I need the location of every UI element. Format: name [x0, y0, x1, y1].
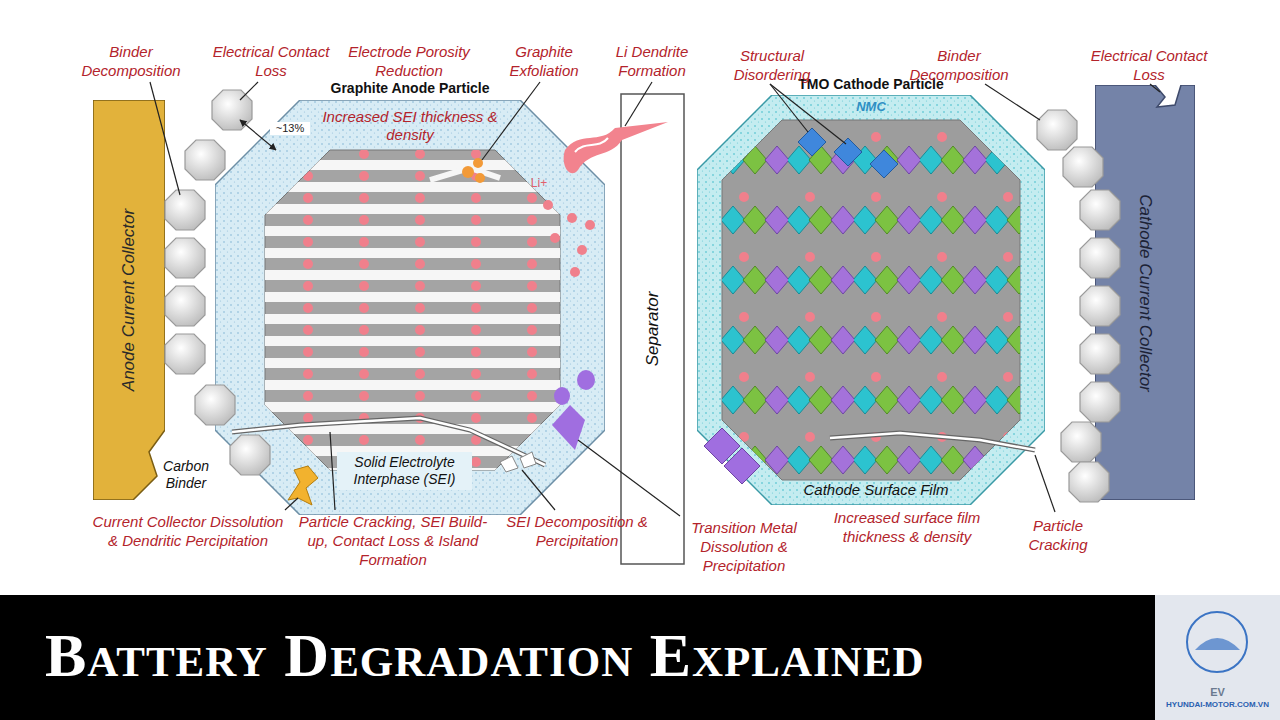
- callout-text: Electrical Contact Loss: [212, 42, 330, 80]
- title: Battery Degradation Explained: [45, 618, 925, 692]
- separator-label: Separator: [643, 292, 663, 367]
- callout-text: Li Dendrite Formation: [603, 42, 701, 80]
- callout-text: SEI Decomposition & Percipitation: [502, 512, 652, 550]
- callout-text: Structural Disordering: [722, 46, 822, 84]
- cathode-particle: TMO Cathode ParticleNMCCathode Surface F…: [697, 95, 1045, 505]
- anode-particle: Graphite Anode ParticleIncreased SEI thi…: [215, 100, 605, 515]
- outline: [697, 95, 1045, 505]
- collector-label: Cathode Current Collector: [1135, 194, 1155, 391]
- callout-text: Electrical Contact Loss: [1088, 46, 1210, 84]
- callout-text: Graphite Exfoliation: [498, 42, 590, 80]
- material-label: NMC: [846, 99, 896, 114]
- sei-label: Solid Electrolyte Interphase (SEI): [337, 452, 472, 490]
- callout-text: Binder Decomposition: [70, 42, 192, 80]
- collector-label: Anode Current Collector: [119, 209, 139, 391]
- logo-text: HYUNDAI-MOTOR.COM.VN: [1158, 700, 1277, 710]
- material-label: Carbon Binder: [148, 458, 224, 492]
- current-collector: Anode Current Collector: [93, 100, 165, 500]
- callout-text: Increased SEI thickness & density: [310, 108, 510, 144]
- callout-text: Increased surface film thickness & densi…: [818, 508, 996, 546]
- separator: Separator: [620, 93, 685, 565]
- particle-heading: Graphite Anode Particle: [215, 80, 605, 97]
- callout-text: Electrode Porosity Reduction: [333, 42, 485, 80]
- callout-text: Current Collector Dissolution & Dendriti…: [92, 512, 284, 550]
- film-label: Cathode Surface Film: [791, 481, 961, 499]
- logo-text: EV: [1160, 686, 1275, 699]
- callout-text: Particle Cracking: [1008, 516, 1108, 554]
- callout-text: Transition Metal Dissolution & Precipita…: [668, 518, 820, 575]
- dimension-label: ~13%: [270, 122, 310, 135]
- ion-label: Li+: [526, 176, 552, 190]
- current-collector: Cathode Current Collector: [1095, 85, 1195, 500]
- callout-text: Particle Cracking, SEI Build-up, Contact…: [292, 512, 494, 569]
- callout-text: Binder Decomposition: [905, 46, 1013, 84]
